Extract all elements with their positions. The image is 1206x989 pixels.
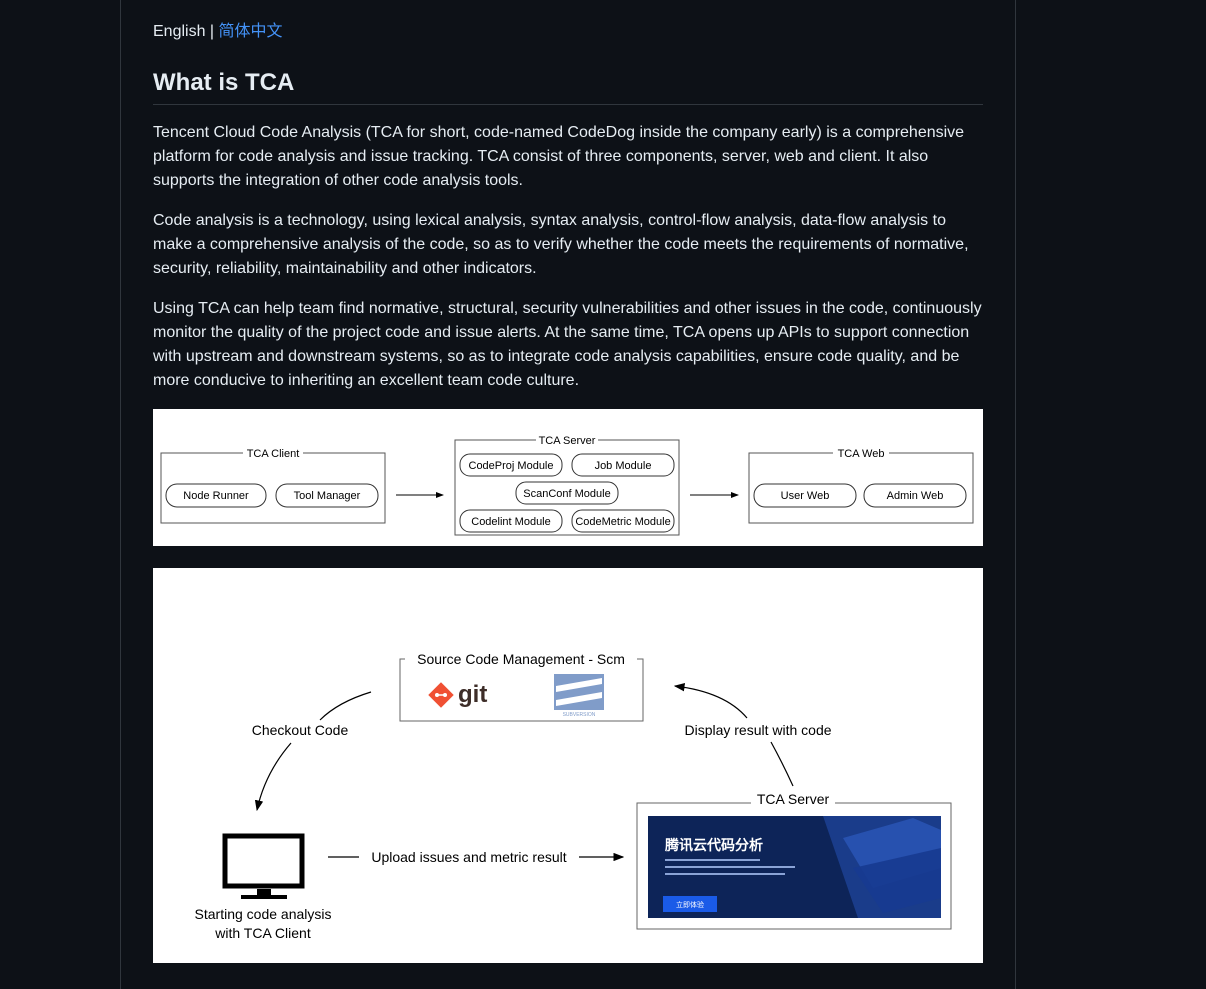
tool-manager-label: Tool Manager [294, 490, 361, 502]
codemetric-module-box [571, 509, 675, 533]
arrow-scm-to-client-top [319, 691, 372, 721]
codelint-module-box [459, 509, 563, 533]
git-logo-icon: git [428, 681, 487, 708]
architecture-svg: TCA Client Node Runner Tool Manager TCA … [160, 433, 974, 536]
job-module-label: Job Module [595, 460, 652, 472]
admin-web-box [863, 483, 967, 508]
client-label-line2: with TCA Client [214, 925, 311, 941]
admin-web-label: Admin Web [887, 490, 944, 502]
job-module-box [571, 453, 675, 477]
section-heading: What is TCA [153, 66, 983, 105]
tca-server-title: TCA Server [757, 791, 830, 807]
workflow-svg: Source Code Management - Scm git SUBVERS… [195, 650, 952, 941]
arrow-server-to-scm-bottom [770, 741, 794, 787]
paragraph-code-analysis: Code analysis is a technology, using lex… [153, 212, 969, 277]
server-group-title: TCA Server [539, 435, 596, 447]
server-banner-title: 腾讯云代码分析 [665, 837, 763, 853]
language-current: English [153, 23, 206, 40]
server-banner-button-label: 立即体验 [676, 900, 704, 909]
scanconf-module-box [515, 481, 619, 505]
architecture-diagram: TCA Client Node Runner Tool Manager TCA … [153, 409, 983, 546]
paragraph-intro: Tencent Cloud Code Analysis (TCA for sho… [153, 124, 965, 189]
language-chinese-link[interactable]: 简体中文 [218, 23, 283, 40]
language-separator: | [205, 23, 219, 40]
codemetric-module-label: CodeMetric Module [575, 516, 670, 528]
client-group-title: TCA Client [247, 448, 300, 460]
subversion-logo-icon: SUBVERSION [554, 674, 604, 718]
workflow-diagram: Source Code Management - Scm git SUBVERS… [153, 568, 983, 963]
web-group-title: TCA Web [838, 448, 885, 460]
arrow-server-to-scm [673, 682, 748, 719]
tool-manager-box [275, 483, 379, 508]
arrow-scm-to-client [254, 742, 292, 812]
svn-label: SUBVERSION [563, 712, 596, 718]
content-right-border [1015, 0, 1016, 989]
content-left-border [120, 0, 121, 989]
server-banner: 腾讯云代码分析 立即体验 [648, 816, 941, 918]
language-switch: English | 简体中文 [153, 20, 283, 44]
scanconf-module-label: ScanConf Module [523, 488, 610, 500]
codelint-module-label: Codelint Module [471, 516, 551, 528]
checkout-label: Checkout Code [252, 722, 349, 738]
node-runner-label: Node Runner [183, 490, 249, 502]
upload-label: Upload issues and metric result [371, 849, 566, 865]
git-label: git [458, 681, 487, 708]
client-label-line1: Starting code analysis [195, 906, 332, 922]
user-web-label: User Web [781, 490, 830, 502]
server-banner-button [663, 896, 717, 912]
node-runner-box [165, 483, 267, 508]
codeproj-module-label: CodeProj Module [469, 460, 554, 472]
display-label: Display result with code [684, 722, 831, 738]
monitor-icon [222, 833, 305, 899]
scm-title: Source Code Management - Scm [417, 651, 625, 667]
codeproj-module-box [459, 453, 563, 477]
paragraph-benefits: Using TCA can help team find normative, … [153, 300, 982, 389]
user-web-box [753, 483, 857, 508]
